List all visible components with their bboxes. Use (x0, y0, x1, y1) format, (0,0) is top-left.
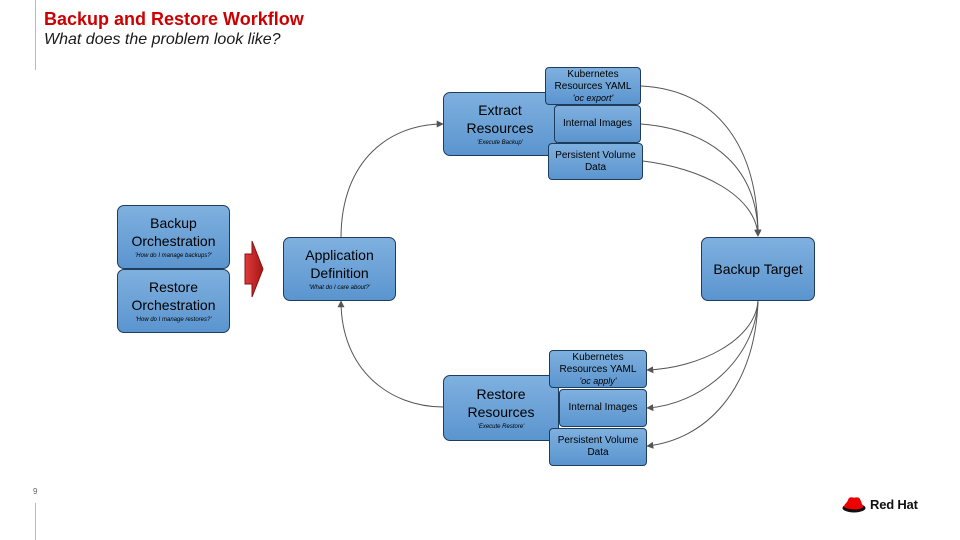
application-definition-label: Application Definition (305, 247, 374, 281)
restore-orchestration-note: 'How do I manage restores?' (135, 317, 212, 323)
extract-resources-label: Extract Resources (466, 102, 534, 136)
red-hat-logo-text: Red Hat (870, 497, 918, 512)
restore-images-box: Internal Images (559, 389, 647, 427)
backup-orchestration-note: 'How do I manage backups?' (135, 253, 212, 259)
extract-pv-data-label: Persistent Volume Data (555, 149, 636, 173)
accent-line-top (35, 0, 36, 70)
backup-orchestration-label: Backup Orchestration (131, 215, 216, 249)
restore-pv-data-label: Persistent Volume Data (557, 435, 639, 458)
restore-orchestration-box: Restore Orchestration 'How do I manage r… (117, 269, 230, 333)
restore-k8s-yaml-note: 'oc apply' (579, 375, 617, 386)
restore-resources-note: 'Execute Restore' (477, 424, 525, 430)
extract-pv-data-box: Persistent Volume Data (548, 143, 643, 180)
backup-target-box: Backup Target (701, 237, 815, 301)
arrow-restore-to-app (337, 300, 444, 408)
arrow-k8s-yaml-to-target (640, 85, 762, 237)
restore-images-label: Internal Images (568, 402, 638, 413)
backup-orchestration-box: Backup Orchestration 'How do I manage ba… (117, 205, 230, 269)
extract-resources-note: 'Execute Backup' (477, 140, 523, 146)
restore-k8s-yaml-box: Kubernetes Resources YAML 'oc apply' (549, 350, 647, 388)
restore-resources-box: Restore Resources 'Execute Restore' (443, 375, 559, 441)
restore-pv-data-box: Persistent Volume Data (549, 428, 647, 466)
restore-resources-label: Restore Resources (467, 386, 535, 420)
extract-k8s-yaml-label: Kubernetes Resources YAML (554, 68, 632, 92)
arrow-app-to-extract (340, 120, 444, 239)
slide-subtitle: What does the problem look like? (44, 31, 281, 48)
block-arrow-right-icon (244, 240, 264, 298)
slide-title: Backup and Restore Workflow (44, 9, 304, 29)
page-number: 9 (33, 487, 38, 496)
arrow-target-to-images (646, 300, 759, 412)
red-hat-fedora-icon (842, 497, 866, 513)
extract-resources-box: Extract Resources 'Execute Backup' (443, 92, 557, 156)
backup-target-label: Backup Target (713, 261, 803, 277)
arrow-images-to-target (640, 123, 762, 237)
red-hat-logo: Red Hat (842, 496, 918, 513)
application-definition-box: Application Definition 'What do I care a… (283, 237, 396, 301)
arrow-target-to-k8s-yaml (646, 300, 759, 374)
extract-k8s-yaml-note: 'oc export' (572, 92, 614, 103)
arrow-pv-data-to-target (642, 160, 762, 237)
arrow-target-to-pv-data (646, 300, 759, 449)
accent-line-bottom (35, 503, 36, 540)
extract-images-label: Internal Images (563, 118, 632, 129)
restore-k8s-yaml-label: Kubernetes Resources YAML (559, 351, 637, 375)
restore-orchestration-label: Restore Orchestration (131, 279, 216, 313)
application-definition-note: 'What do I care about?' (308, 285, 371, 291)
extract-images-box: Internal Images (554, 105, 641, 143)
extract-k8s-yaml-box: Kubernetes Resources YAML 'oc export' (545, 67, 641, 105)
